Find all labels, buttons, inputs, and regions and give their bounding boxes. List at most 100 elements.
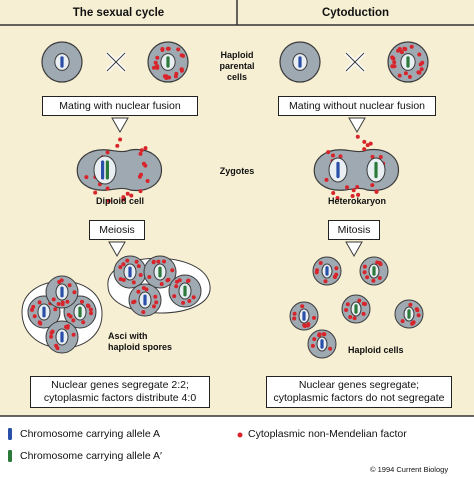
cytoplasmic-factor-dot <box>356 192 361 197</box>
cytoplasmic-factor-dot <box>49 330 54 335</box>
cytoplasmic-factor-dot <box>121 278 126 282</box>
spore-right-2-nucleus <box>153 263 167 281</box>
cytoplasmic-factor-dot <box>335 196 340 200</box>
cytoplasmic-factor-dot <box>60 300 65 305</box>
cytoplasmic-factor-dot <box>368 141 373 146</box>
cytoplasmic-factor-dot <box>160 47 165 51</box>
cytoplasmic-factor-dot <box>54 343 59 348</box>
cytoplasmic-factor-dot <box>378 155 383 159</box>
legend-label-allele-a: Chromosome carrying allele A <box>20 428 161 440</box>
cytoplasmic-factor-dot <box>419 67 424 72</box>
cytoplasmic-factor-dot <box>88 307 93 312</box>
spore-left-4-nucleus <box>55 328 69 346</box>
cytoplasmic-factor-dot <box>324 177 329 182</box>
cytoplasmic-factor-dot <box>57 280 62 284</box>
cytoplasmic-factor-dot <box>310 343 315 348</box>
chromosome-allele-a <box>336 161 340 179</box>
arrow-to-zygote-right <box>348 117 366 134</box>
haploid-cell-3-factors <box>292 304 316 328</box>
cytoplasmic-factor-dot <box>331 191 336 195</box>
cytoplasmic-factor-dot <box>136 264 141 269</box>
cytoplasmic-factor-dot <box>338 154 343 159</box>
cytoplasmic-factor-dot <box>156 259 161 264</box>
haploid-cell-2-factors <box>362 260 383 283</box>
chromosome-allele-a <box>60 56 64 68</box>
cytoplasmic-factor-dot <box>152 65 156 70</box>
cytoplasmic-factor-dot <box>165 46 170 51</box>
chromosome-allele-a <box>60 286 64 298</box>
cytoplasmic-factor-dot <box>409 44 414 49</box>
cytoplasmic-factor-dot <box>352 316 357 321</box>
cytoplasmic-factor-dot <box>292 316 297 321</box>
cytoplasmic-factor-dot <box>145 179 150 183</box>
haploid-cell-2-nucleus <box>368 263 380 279</box>
cytoplasmic-factor-dot <box>415 308 420 313</box>
chromosome-allele-a-prime <box>374 161 378 179</box>
chromosome-allele-a <box>60 331 64 343</box>
spore-left-4-factors <box>49 324 76 351</box>
cytoplasmic-factor-dot <box>138 189 143 194</box>
cytoplasmic-factor-dot <box>333 275 338 279</box>
cytoplasmic-factor-dot <box>418 62 423 67</box>
cytoplasmic-factor-dot <box>350 194 355 198</box>
cytoplasmic-factor-dot <box>399 50 404 55</box>
cytoplasmic-factor-dot <box>105 186 110 191</box>
cytoplasmic-factor-dot <box>93 190 98 195</box>
spore-left-2-factors <box>66 299 93 325</box>
cytoplasmic-factor-dot <box>403 71 408 76</box>
cytoplasmic-factor-dot <box>365 275 370 280</box>
cytoplasmic-factor-dot <box>306 322 311 327</box>
cytoplasmic-factor-dot <box>56 302 61 306</box>
cytoplasmic-factor-dot <box>186 279 190 283</box>
cytoplasmic-factor-dot <box>155 64 160 69</box>
cytoplasmic-factor-dot <box>326 150 331 155</box>
cytoplasmic-factor-dot <box>292 311 297 316</box>
cytoplasmic-factor-dot <box>362 264 367 269</box>
cytoplasmic-factor-dot <box>65 299 70 304</box>
chromosome-allele-a-prime <box>372 266 376 276</box>
spore-right-1-factors <box>118 258 143 285</box>
cytoplasmic-factor-dot <box>348 315 353 319</box>
parent-cell-right-a-nucleus <box>292 53 308 71</box>
cytoplasmic-factor-dot <box>345 185 349 190</box>
cytoplasmic-factor-dot <box>136 289 141 294</box>
cytoplasmic-factor-dot <box>71 332 76 337</box>
cytoplasmic-factor-dot <box>362 139 367 144</box>
spore-right-4-factors <box>131 286 159 315</box>
chromosome-allele-a <box>42 306 46 318</box>
cytoplasmic-factor-dot <box>153 60 158 65</box>
cytoplasmic-factor-dot <box>84 175 89 180</box>
cytoplasmic-factor-dot <box>177 278 182 283</box>
cytoplasmic-factor-dot <box>37 320 42 325</box>
cytoplasmic-factor-dot <box>134 259 139 264</box>
cytoplasmic-factor-dot <box>365 143 370 148</box>
spore-left-3-nucleus <box>55 283 69 301</box>
cytoplasmic-factor-dot <box>155 55 160 60</box>
cytoplasmic-factor-dot <box>312 337 317 342</box>
cytoplasmic-factor-dot <box>51 297 56 302</box>
cytoplasmic-factor-dot <box>315 268 319 273</box>
chromosome-allele-a <box>325 266 329 276</box>
cytoplasmic-factor-dot <box>115 143 120 148</box>
cytoplasmic-factor-dot <box>118 137 123 142</box>
cytoplasmic-factor-dot <box>106 198 111 203</box>
chromosome-allele-a-prime <box>78 306 82 318</box>
cytoplasmic-factor-dot <box>408 302 413 307</box>
cytoplasmic-factor-dot <box>147 275 152 279</box>
cytoplasmic-factor-dot <box>331 153 335 158</box>
cytoplasmic-factor-dot <box>374 189 379 194</box>
parent-cell-left-a-prime-factors <box>152 46 186 80</box>
chromosome-allele-a-prime <box>183 285 187 297</box>
diploid-zygote-factors <box>84 137 150 203</box>
cytoplasmic-factor-dot <box>141 286 146 290</box>
diploid-nucleus <box>93 155 117 185</box>
spore-right-4-nucleus <box>138 291 152 309</box>
cytoplasmic-factor-dot <box>141 310 146 315</box>
chromosome-allele-a <box>302 311 306 321</box>
label-zygotes: Zygotes <box>219 166 255 176</box>
arrow-to-asci <box>108 241 126 258</box>
step-mating-without-fusion: Mating without nuclear fusion <box>278 96 436 116</box>
haploid-cell-3-nucleus <box>298 308 310 324</box>
heterokaryon-nucleus-a <box>328 157 348 183</box>
cytoplasmic-factor-dot <box>317 332 322 337</box>
